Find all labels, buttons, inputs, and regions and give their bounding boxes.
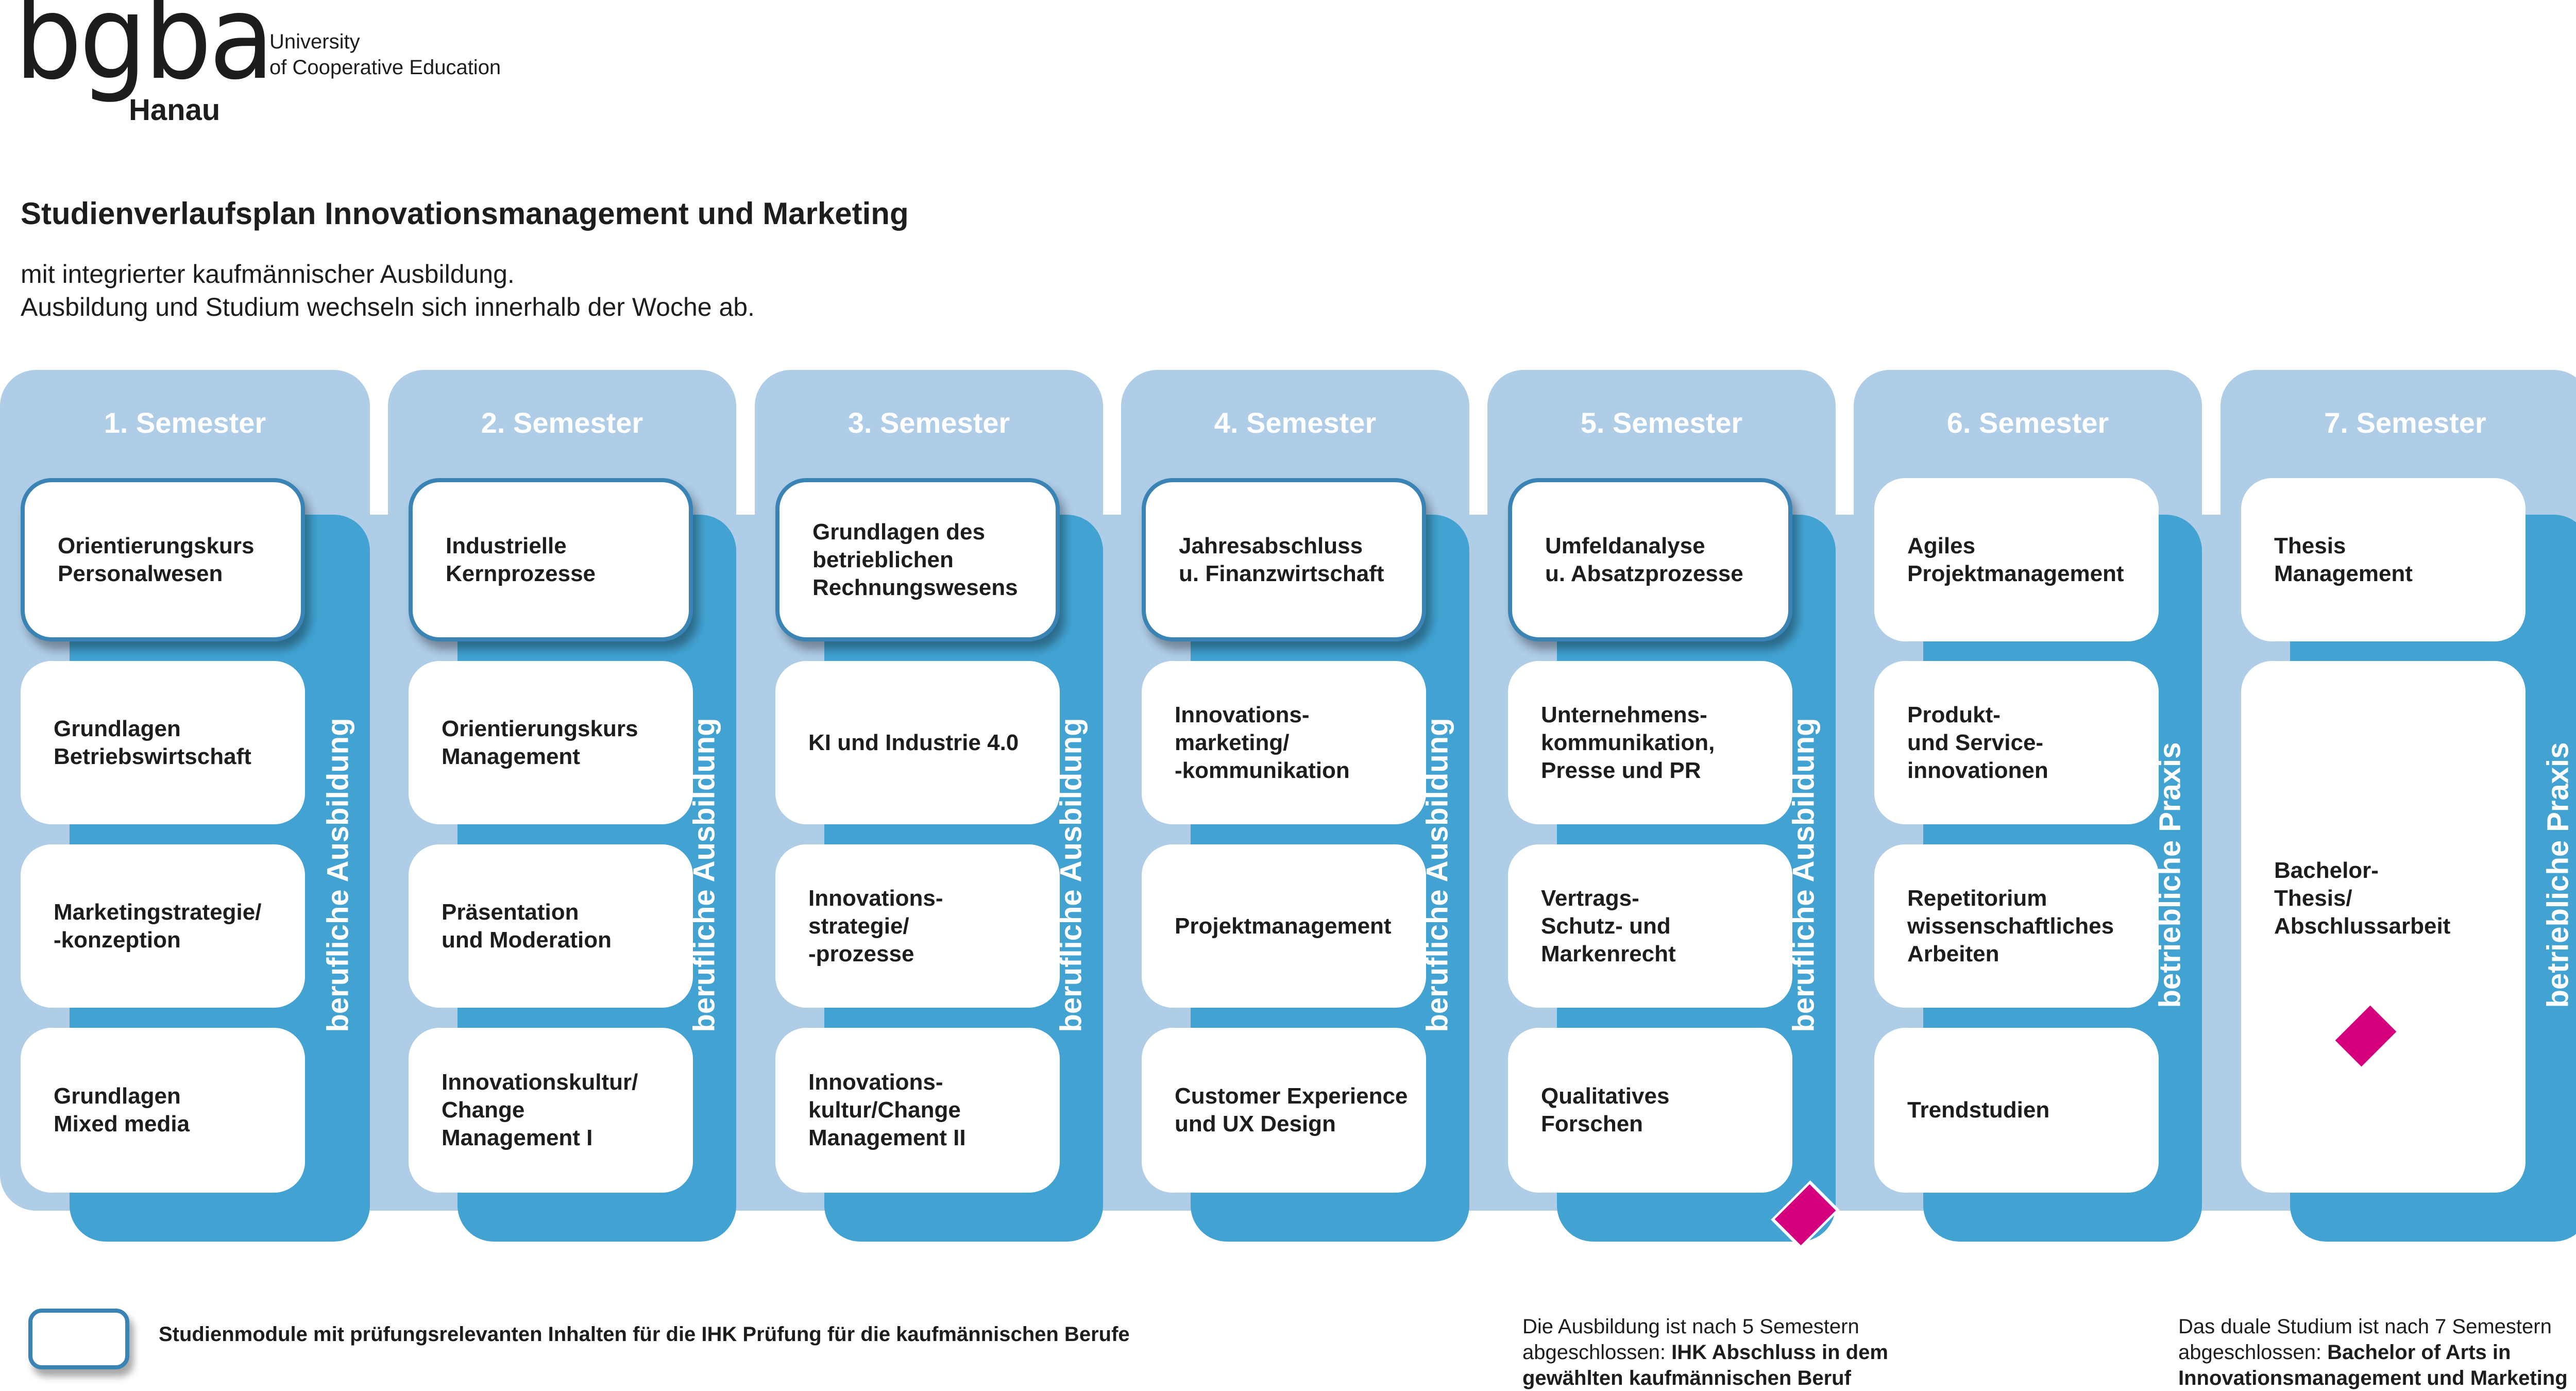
semester-label: 6. Semester: [1946, 406, 2109, 439]
subtitle-line2: Ausbildung und Studium wechseln sich inn…: [21, 293, 755, 321]
module-card: Unternehmens- kommunikation, Presse und …: [1508, 661, 1792, 824]
module-title: Vertrags- Schutz- und Markenrecht: [1541, 885, 1676, 966]
module-card: Repetitorium wissenschaftliches Arbeiten: [1874, 844, 2159, 1008]
ihk-module-legend-swatch: [28, 1309, 129, 1369]
semester-label: 7. Semester: [2324, 406, 2486, 439]
module-title: Qualitatives Forschen: [1541, 1083, 1670, 1136]
note-studium: Das duale Studium ist nach 7 Semestern a…: [2178, 1314, 2568, 1391]
ihk-module-card: Jahresabschluss u. Finanzwirtschaft: [1142, 478, 1426, 641]
module-title: Orientierungskurs Management: [442, 716, 638, 769]
module-card: Qualitatives Forschen: [1508, 1028, 1792, 1193]
semester-label: 3. Semester: [848, 406, 1010, 439]
note-ausbildung-line3: gewählten kaufmännischen Beruf: [1522, 1365, 1888, 1391]
ihk-module-card: Industrielle Kernprozesse: [409, 478, 693, 641]
module-title: Agiles Projektmanagement: [1907, 533, 2124, 586]
note-ausbildung-line2: abgeschlossen: IHK Abschluss in dem: [1522, 1339, 1888, 1365]
note-ausbildung-line2-bold: IHK Abschluss in dem: [1671, 1341, 1888, 1364]
module-title: Innovations- strategie/ -prozesse: [808, 885, 943, 966]
module-card: Vertrags- Schutz- und Markenrecht: [1508, 844, 1792, 1008]
module-card: Produkt- und Service- innovationen: [1874, 661, 2159, 824]
ihk-module-card: Umfeldanalyse u. Absatzprozesse: [1508, 478, 1792, 641]
semester-label: 4. Semester: [1214, 406, 1377, 439]
note-ausbildung: Die Ausbildung ist nach 5 Semestern abge…: [1522, 1314, 1888, 1391]
module-title: Unternehmens- kommunikation, Presse und …: [1541, 702, 1715, 783]
module-title: KI und Industrie 4.0: [808, 730, 1019, 755]
module-title: Grundlagen des betrieblichen Rechnungswe…: [812, 519, 1018, 600]
module-title: Innovations- marketing/ -kommunikation: [1175, 702, 1350, 783]
module-card: Grundlagen Mixed media: [21, 1028, 305, 1193]
module-title: Innovationskultur/ Change Management I: [442, 1070, 638, 1150]
module-card: Innovations- strategie/ -prozesse: [775, 844, 1060, 1008]
note-ausbildung-line2-plain: abgeschlossen:: [1522, 1341, 1672, 1364]
logo-subtitle: University of Cooperative Education: [269, 29, 501, 80]
ihk-module-card: Orientierungskurs Personalwesen: [21, 478, 305, 641]
module-title: Jahresabschluss u. Finanzwirtschaft: [1179, 533, 1384, 586]
module-card: Marketingstrategie/ -konzeption: [21, 844, 305, 1008]
module-title: Thesis Management: [2274, 533, 2413, 586]
note-studium-line3-bold: Innovationsmanagement und Marketing: [2178, 1367, 2568, 1389]
module-title: Trendstudien: [1907, 1097, 2050, 1123]
semester-label: 1. Semester: [104, 406, 266, 439]
module-title: Marketingstrategie/ -konzeption: [54, 899, 262, 953]
module-card: Customer Experience und UX Design: [1142, 1028, 1426, 1193]
module-card: Agiles Projektmanagement: [1874, 478, 2159, 641]
module-title: Industrielle Kernprozesse: [446, 533, 596, 586]
logo-subtitle-line2: of Cooperative Education: [269, 56, 501, 79]
track-label: berufliche Ausbildung: [687, 718, 721, 1032]
logo-city: Hanau: [129, 93, 221, 127]
module-card: Thesis Management: [2241, 478, 2526, 641]
module-card: Grundlagen Betriebswirtschaft: [21, 661, 305, 824]
track-label: berufliche Ausbildung: [1054, 718, 1088, 1032]
track-label: betriebliche Praxis: [2153, 742, 2187, 1008]
note-studium-line3: Innovationsmanagement und Marketing: [2178, 1365, 2568, 1391]
note-studium-line2: abgeschlossen: Bachelor of Arts in: [2178, 1339, 2568, 1365]
note-studium-line2-bold: Bachelor of Arts in: [2327, 1341, 2511, 1364]
module-card: Innovations- marketing/ -kommunikation: [1142, 661, 1426, 824]
page-subtitle: mit integrierter kaufmännischer Ausbildu…: [21, 258, 755, 324]
logo-wordmark: bgba: [14, 0, 274, 106]
semester-label: 5. Semester: [1580, 406, 1743, 439]
module-title: Umfeldanalyse u. Absatzprozesse: [1545, 533, 1743, 586]
legend-text: Studienmodule mit prüfungsrelevanten Inh…: [159, 1323, 1130, 1346]
module-card: Innovationskultur/ Change Management I: [409, 1028, 693, 1193]
module-card: Orientierungskurs Management: [409, 661, 693, 824]
module-title: Projektmanagement: [1175, 913, 1392, 939]
module-card: Trendstudien: [1874, 1028, 2159, 1193]
module-card: Innovations- kultur/Change Management II: [775, 1028, 1060, 1193]
module-title: Präsentation und Moderation: [442, 899, 612, 953]
note-ausbildung-line3-bold: gewählten kaufmännischen Beruf: [1522, 1367, 1851, 1389]
ihk-module-card: Grundlagen des betrieblichen Rechnungswe…: [775, 478, 1060, 641]
track-label: berufliche Ausbildung: [1787, 718, 1821, 1032]
page-title: Studienverlaufsplan Innovationsmanagemen…: [21, 196, 909, 231]
module-title: Repetitorium wissenschaftliches Arbeiten: [1907, 885, 2114, 966]
module-title: Grundlagen Mixed media: [54, 1083, 190, 1136]
module-title: Customer Experience und UX Design: [1175, 1083, 1408, 1136]
module-title: Grundlagen Betriebswirtschaft: [54, 716, 251, 769]
module-card: Projektmanagement: [1142, 844, 1426, 1008]
module-title: Produkt- und Service- innovationen: [1907, 702, 2048, 783]
module-title: Innovations- kultur/Change Management II: [808, 1070, 966, 1150]
semester-label: 2. Semester: [481, 406, 643, 439]
module-card: Präsentation und Moderation: [409, 844, 693, 1008]
module-title: Bachelor- Thesis/ Abschlussarbeit: [2274, 858, 2451, 939]
track-label: berufliche Ausbildung: [1420, 718, 1454, 1032]
logo-subtitle-line1: University: [269, 30, 360, 53]
note-ausbildung-line1: Die Ausbildung ist nach 5 Semestern: [1522, 1315, 1859, 1338]
module-card: Bachelor- Thesis/ Abschlussarbeit: [2241, 661, 2526, 1193]
subtitle-line1: mit integrierter kaufmännischer Ausbildu…: [21, 260, 515, 289]
note-studium-line2-plain: abgeschlossen:: [2178, 1341, 2328, 1364]
module-title: Orientierungskurs Personalwesen: [58, 533, 255, 586]
track-label: betriebliche Praxis: [2541, 742, 2575, 1008]
track-label: berufliche Ausbildung: [321, 718, 355, 1032]
note-studium-line1: Das duale Studium ist nach 7 Semestern: [2178, 1315, 2552, 1338]
module-card: KI und Industrie 4.0: [775, 661, 1060, 824]
